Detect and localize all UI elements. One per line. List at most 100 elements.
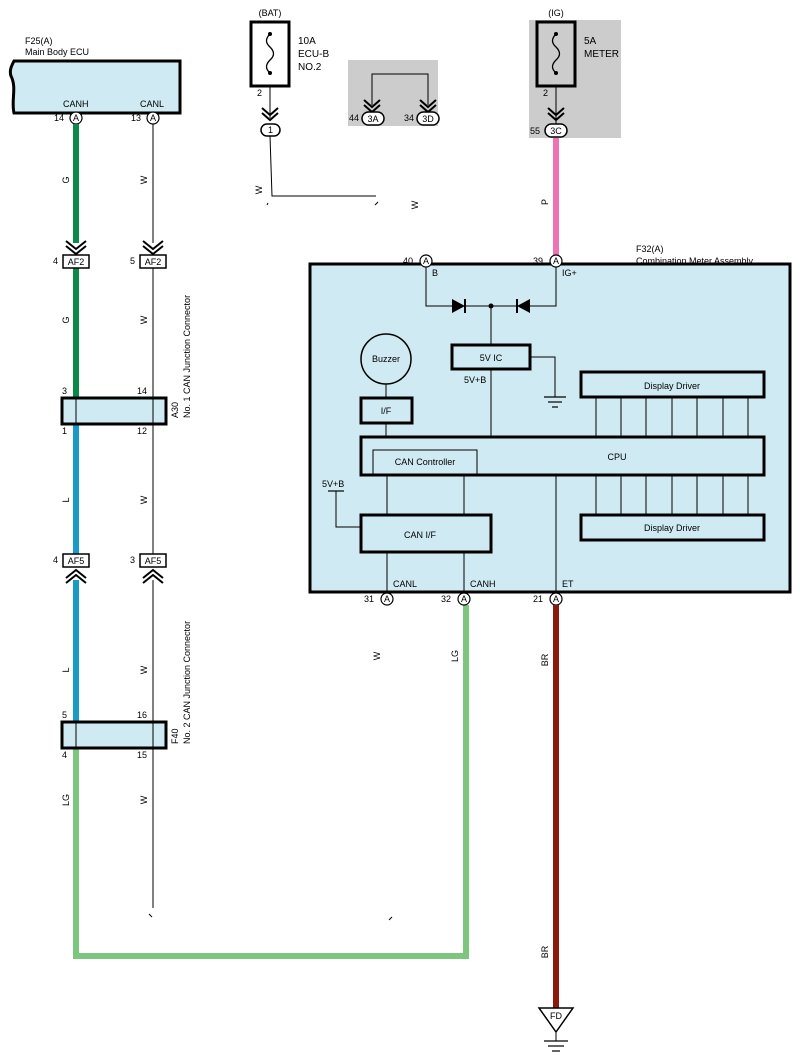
af2-pin-5: 5 (130, 256, 135, 266)
ecu-pin-14-num: 14 (54, 113, 64, 123)
ecu-box (8, 59, 182, 115)
junction-connector-a30: 3 14 1 12 A30 No. 1 CAN Junction Connect… (60, 295, 192, 436)
supply-wire (335, 491, 361, 528)
wire-color-meter-et: BR (540, 653, 550, 666)
wire-color-canl-mid: W (139, 315, 149, 324)
can-if-label: CAN I/F (404, 530, 437, 540)
bat-fuse-rating: 10A (298, 36, 316, 47)
ig-fuse-pin: 2 (543, 88, 548, 98)
cpu-label: CPU (607, 452, 626, 462)
ig-junction-marker (544, 123, 568, 138)
ic-5v-label: 5V IC (480, 353, 503, 363)
bat-fuse-name-line2: NO.2 (298, 62, 322, 73)
ground-fd-icon (537, 1007, 575, 1034)
ecu-pin-13-conn: A (150, 113, 156, 123)
wire-color-meter-canh: LG (450, 650, 460, 662)
connector-af5: 4 AF5 3 AF5 (53, 553, 167, 584)
af2-canh-id: AF2 (68, 257, 85, 267)
wire-color-bat-1: W (254, 185, 264, 194)
ig-fuse-name: METER (584, 49, 619, 60)
ig-fuse-rating: 5A (584, 36, 597, 47)
meter-canl-label: CANL (393, 579, 417, 589)
fuse-ecu-b-no2: (BAT) 10A ECU-B NO.2 2 1 W W (249, 8, 420, 209)
main-body-ecu: F25(A) Main Body ECU CANH CANL 14 A 13 A (8, 36, 182, 125)
junction-3a-marker (361, 111, 385, 126)
ig-fuse-terminal-top (554, 32, 558, 36)
a30-id: A30 (170, 402, 180, 418)
ecu-name: Main Body ECU (25, 47, 89, 57)
meter-canh-label: CANH (470, 579, 496, 589)
display-driver-bottom-box (579, 513, 766, 542)
meter-canl-break (388, 916, 393, 921)
af5-canl-arrow (142, 568, 164, 584)
f40-name: No. 2 CAN Junction Connector (182, 621, 192, 744)
a30-bottom-pin-12: 12 (137, 426, 147, 436)
wire-color-canh-mid: G (61, 316, 71, 323)
diode-left-icon (452, 299, 465, 313)
meter-pin-31-marker (380, 592, 394, 606)
meter-pin-32-marker (457, 592, 471, 606)
af5-pin-4: 4 (53, 555, 58, 565)
f40-top-pin-5: 5 (62, 710, 67, 720)
junction-pin-44: 44 (349, 113, 359, 123)
ig-fuse-icon (551, 33, 561, 74)
ig-junction-id: 3C (550, 126, 562, 136)
af5-canl-box (139, 553, 167, 568)
display-driver-bottom-label: Display Driver (644, 523, 700, 533)
bat-wire-break (266, 201, 379, 206)
meter-pin-ig-label: IG+ (562, 268, 577, 278)
wire-color-ground-br: BR (540, 945, 550, 958)
wire-canh-light-green (73, 605, 469, 959)
ecu-ref: F25(A) (25, 36, 53, 46)
ig-junction-arrow (547, 107, 565, 122)
af2-canh-arrow (65, 240, 87, 256)
meter-pin-31-num: 31 (364, 594, 374, 604)
meter-pin-b-label: B (432, 268, 438, 278)
a30-name: No. 1 CAN Junction Connector (182, 295, 192, 418)
meter-pin-39-conn: A (553, 256, 559, 266)
af2-canh-box (62, 254, 90, 269)
junction-3a-id: 3A (367, 114, 378, 124)
meter-pin-32-conn: A (461, 594, 467, 604)
af5-canl-id: AF5 (145, 556, 162, 566)
meter-pin-31-conn: A (384, 594, 390, 604)
wire-color-canl-top: W (139, 175, 149, 184)
a30-bottom-pin-1: 1 (62, 426, 67, 436)
af2-pin-4: 4 (53, 256, 58, 266)
connector-af2: 4 AF2 5 AF2 (53, 240, 167, 269)
buzzer-label: Buzzer (372, 354, 400, 364)
ground-fd-label: FD (550, 1011, 562, 1021)
a30-box (60, 396, 168, 426)
wire-color-canl-l: W (139, 495, 149, 504)
meter-name: Combination Meter Assembly (636, 256, 754, 266)
bat-wire-2 (269, 135, 376, 197)
f40-id: F40 (170, 728, 180, 744)
can-if-box (359, 513, 493, 554)
ic-ground-wire (530, 356, 556, 397)
wire-color-canh-bottom: LG (61, 794, 71, 806)
diode-right-icon (517, 299, 530, 313)
can-controller-box (372, 449, 478, 475)
ig-junction-pin: 55 (530, 126, 540, 136)
junction-3d-id: 3D (422, 114, 434, 124)
junction-connector-f40: 5 16 4 15 F40 No. 2 CAN Junction Connect… (60, 621, 192, 760)
wire-color-meter-canl: W (372, 651, 382, 660)
meter-pin-40-num: 40 (403, 256, 413, 266)
display-driver-top-bus (595, 397, 749, 437)
af5-canh-box (62, 553, 90, 568)
a30-top-pin-14: 14 (137, 386, 147, 396)
wire-color-canh-l2: L (61, 667, 71, 672)
a30-top-pin-3: 3 (62, 386, 67, 396)
display-driver-top-label: Display Driver (644, 381, 700, 391)
can-controller-label: CAN Controller (395, 457, 456, 467)
f40-box (60, 720, 168, 750)
junction-pin-34: 34 (404, 113, 414, 123)
wire-color-canl-l2: W (139, 665, 149, 674)
can-if-supply-label: 5V+B (322, 479, 344, 489)
wire-color-ig: P (540, 199, 550, 205)
f40-top-pin-16: 16 (137, 710, 147, 720)
meter-output-wiring: W LG BR BR FD (372, 605, 575, 1052)
diode-wire-left (425, 267, 452, 307)
bat-fuse-name-line1: ECU-B (298, 49, 329, 60)
